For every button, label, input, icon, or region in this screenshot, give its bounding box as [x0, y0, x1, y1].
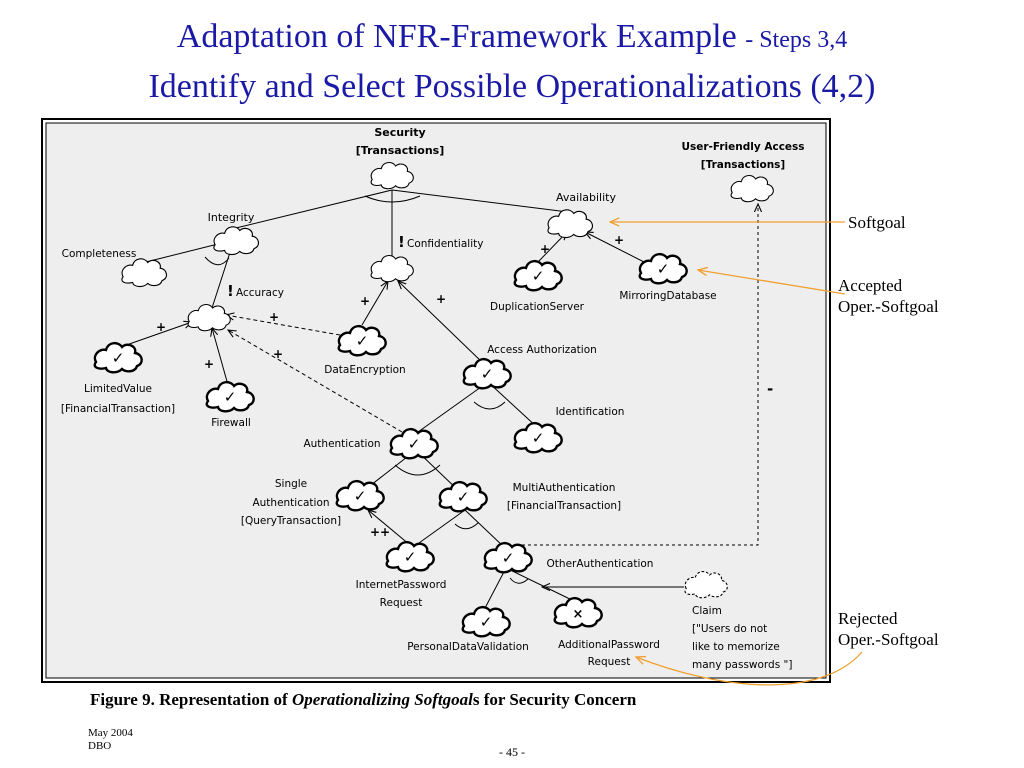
single-auth-label-1: Single [275, 478, 307, 490]
internet-pw-label: InternetPassword [356, 579, 447, 591]
claim-label: Claim [692, 605, 722, 617]
security-topic: [Transactions] [356, 144, 444, 157]
callout-rejected: Rejected Oper.-Softgoal [838, 608, 939, 650]
check-icon: ✓ [502, 549, 515, 567]
minus-sign: - [767, 380, 773, 398]
confidentiality-priority: ! [398, 233, 405, 251]
firewall-label: Firewall [211, 417, 251, 429]
callout-rejected-line1: Rejected [838, 609, 898, 628]
title-main: Adaptation of NFR-Framework Example [176, 18, 737, 55]
claim-text-2: like to memorize [692, 641, 780, 653]
plus-sign: + [436, 292, 446, 306]
callout-accepted: Accepted Oper.-Softgoal [838, 275, 939, 317]
footer-author: DBO [88, 740, 112, 752]
security-label: Security [374, 126, 425, 139]
caption-suffix: s for Security Concern [472, 690, 637, 709]
page-number: - 45 - [499, 745, 525, 759]
single-auth-label-2: Authentication [252, 497, 329, 509]
user-friendly-topic: [Transactions] [701, 159, 785, 171]
multi-auth-label: MultiAuthentication [513, 482, 616, 494]
completeness-label: Completeness [62, 248, 137, 260]
check-icon: ✓ [224, 388, 237, 406]
single-auth-topic: [QueryTransaction] [241, 515, 341, 527]
caption-italic: Operationalizing Softgoal [291, 690, 473, 709]
callout-rejected-line2: Oper.-Softgoal [838, 630, 939, 649]
access-authorization-label: Access Authorization [487, 344, 597, 356]
check-icon: ✓ [457, 488, 470, 506]
footer-date: May 2004 [88, 727, 133, 739]
additional-pw-label-2: Request [588, 656, 631, 668]
figure-caption: Figure 9. Representation of Operationali… [90, 690, 636, 710]
accuracy-label: Accuracy [236, 287, 284, 299]
availability-label: Availability [556, 191, 616, 204]
node-labels: Security [Transactions] User-Friendly Ac… [61, 126, 805, 671]
plus-sign: + [204, 357, 214, 371]
callout-connectors [610, 222, 863, 686]
authentication-label: Authentication [303, 438, 380, 450]
claim-text-1: ["Users do not [692, 623, 767, 635]
check-icon: ✓ [481, 365, 494, 383]
check-icon: ✓ [404, 548, 417, 566]
check-icon: ✓ [480, 613, 493, 631]
check-icon: ✓ [657, 260, 670, 278]
contribution-signs: + + + + + + + + ++ - [156, 233, 773, 539]
integrity-label: Integrity [208, 211, 255, 224]
additional-pw-label: AdditionalPassword [558, 639, 660, 651]
check-icon: ✓ [356, 332, 369, 350]
check-icon: ✓ [532, 267, 545, 285]
data-encryption-label: DataEncryption [324, 364, 405, 376]
plus-sign: + [273, 347, 283, 361]
slide-title: Adaptation of NFR-Framework Example - St… [0, 18, 1024, 56]
limited-value-label: LimitedValue [84, 383, 152, 395]
identification-label: Identification [556, 406, 625, 418]
claim-text-3: many passwords "] [692, 659, 792, 671]
slide-subtitle: Identify and Select Possible Operational… [148, 68, 876, 105]
callout-accepted-line1: Accepted [838, 276, 903, 295]
plus-plus-sign: ++ [370, 525, 390, 539]
check-icon: ✓ [532, 429, 545, 447]
plus-sign: + [540, 242, 550, 256]
plus-sign: + [360, 294, 370, 308]
cross-icon: × [573, 607, 584, 622]
plus-sign: + [614, 233, 624, 247]
internet-pw-label-2: Request [380, 597, 423, 609]
check-icon: ✓ [112, 349, 125, 367]
callout-softgoal: Softgoal [848, 213, 906, 232]
plus-sign: + [156, 320, 166, 334]
callout-accepted-line2: Oper.-Softgoal [838, 297, 939, 316]
other-auth-label: OtherAuthentication [547, 558, 654, 570]
operationalization-marks: ✓ ✓ ✓ ✓ ✓ ✓ ✓ ✓ ✓ ✓ ✓ ✓ ✓ × [112, 260, 670, 631]
footer-left: May 2004 DBO [88, 727, 133, 753]
plus-sign: + [269, 310, 279, 324]
title-steps: - Steps 3,4 [745, 27, 848, 53]
mirroring-database-label: MirroringDatabase [619, 290, 716, 302]
duplication-server-label: DuplicationServer [490, 301, 585, 313]
user-friendly-label: User-Friendly Access [681, 141, 804, 153]
personal-data-label: PersonalDataValidation [407, 641, 529, 653]
caption-prefix: Figure 9. Representation of [90, 690, 288, 709]
check-icon: ✓ [408, 435, 421, 453]
limited-value-topic: [FinancialTransaction] [61, 403, 175, 415]
multi-auth-topic: [FinancialTransaction] [507, 500, 621, 512]
confidentiality-label: Confidentiality [407, 238, 483, 250]
check-icon: ✓ [354, 487, 367, 505]
accuracy-priority: ! [227, 282, 234, 300]
